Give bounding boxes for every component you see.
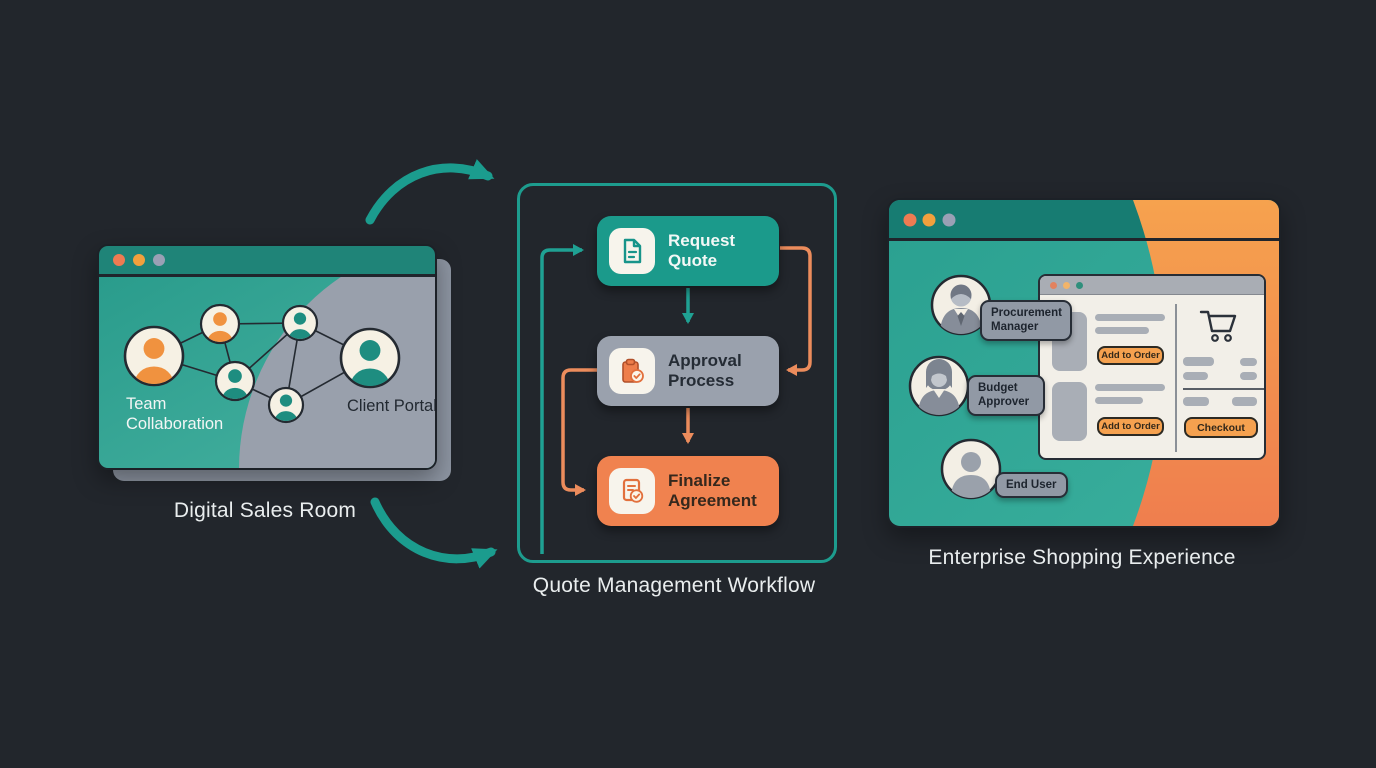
shopping-window: Add to Order Add to Order Checkout	[887, 198, 1281, 528]
collaboration-network-graphic	[99, 246, 435, 468]
cart-icon	[1199, 310, 1237, 342]
arrow-left-curve	[561, 368, 597, 496]
shop-column-divider	[1175, 304, 1177, 452]
shop-titlebar	[1040, 276, 1264, 295]
summary-line	[1240, 358, 1257, 366]
workflow-caption: Quote Management Workflow	[532, 574, 816, 597]
end-user-avatar	[940, 438, 1002, 500]
step-label: Request Quote	[668, 230, 736, 270]
sales-room-window: Team Collaboration Client Portal	[97, 244, 437, 470]
summary-line	[1183, 357, 1214, 366]
summary-line	[1232, 397, 1257, 406]
network-avatar	[214, 360, 256, 402]
network-avatar	[339, 327, 401, 389]
shopping-caption: Enterprise Shopping Experience	[928, 546, 1236, 569]
step-label: Approval Process	[668, 350, 742, 390]
product-text-line	[1095, 314, 1165, 321]
client-portal-label: Client Portal	[347, 397, 437, 415]
step-label: Finalize Agreement	[668, 470, 757, 510]
add-to-order-button: Add to Order	[1097, 346, 1164, 365]
workflow-step-finalize-agreement: Finalize Agreement	[597, 456, 779, 526]
product-text-line	[1095, 384, 1165, 391]
document-check-icon	[609, 468, 655, 514]
window-dot-yellow	[133, 254, 145, 266]
shop-mini-window: Add to Order Add to Order Checkout	[1038, 274, 1266, 460]
budget-approver-tag: Budget Approver	[967, 375, 1045, 416]
network-avatar	[123, 325, 185, 387]
budget-approver-avatar	[908, 355, 970, 417]
connector-arrow-top	[365, 159, 495, 225]
window-dot-red	[903, 213, 917, 227]
product-thumbnail	[1052, 382, 1087, 441]
procurement-manager-tag: Procurement Manager	[980, 300, 1072, 341]
end-user-tag: End User	[995, 472, 1068, 499]
checkout-button: Checkout	[1184, 417, 1258, 438]
product-text-line	[1095, 397, 1143, 404]
loop-arrow-teal	[540, 244, 584, 554]
summary-divider	[1183, 388, 1264, 390]
summary-line	[1183, 372, 1208, 380]
product-text-line	[1095, 327, 1149, 334]
network-avatar	[199, 303, 241, 345]
window-dot-gray	[942, 213, 956, 227]
window-dot-yellow	[922, 213, 936, 227]
summary-line	[1240, 372, 1257, 380]
window-dot-gray	[153, 254, 165, 266]
window-dot-teal	[1076, 281, 1083, 289]
window-dot-red	[1050, 281, 1057, 289]
sales-room-body: Team Collaboration Client Portal	[99, 246, 437, 468]
summary-line	[1183, 397, 1209, 406]
network-avatar	[267, 386, 305, 424]
document-icon	[609, 228, 655, 274]
workflow-step-approval-process: Approval Process	[597, 336, 779, 406]
clipboard-check-icon	[609, 348, 655, 394]
arrow-right-curve	[780, 246, 812, 376]
sales-room-titlebar	[99, 246, 435, 277]
workflow-step-request-quote: Request Quote	[597, 216, 779, 286]
sales-room-caption: Digital Sales Room	[173, 499, 357, 522]
connector-arrow-bottom	[370, 497, 498, 569]
workflow-container: Request Quote Approval Process Finalize …	[517, 183, 837, 563]
network-avatar	[281, 304, 319, 342]
workflow-arrows	[540, 244, 812, 554]
procurement-manager-avatar	[930, 274, 992, 336]
window-dot-red	[113, 254, 125, 266]
window-dot-yellow	[1063, 281, 1070, 289]
team-collaboration-label: Team Collaboration	[126, 395, 224, 433]
add-to-order-button: Add to Order	[1097, 417, 1164, 436]
